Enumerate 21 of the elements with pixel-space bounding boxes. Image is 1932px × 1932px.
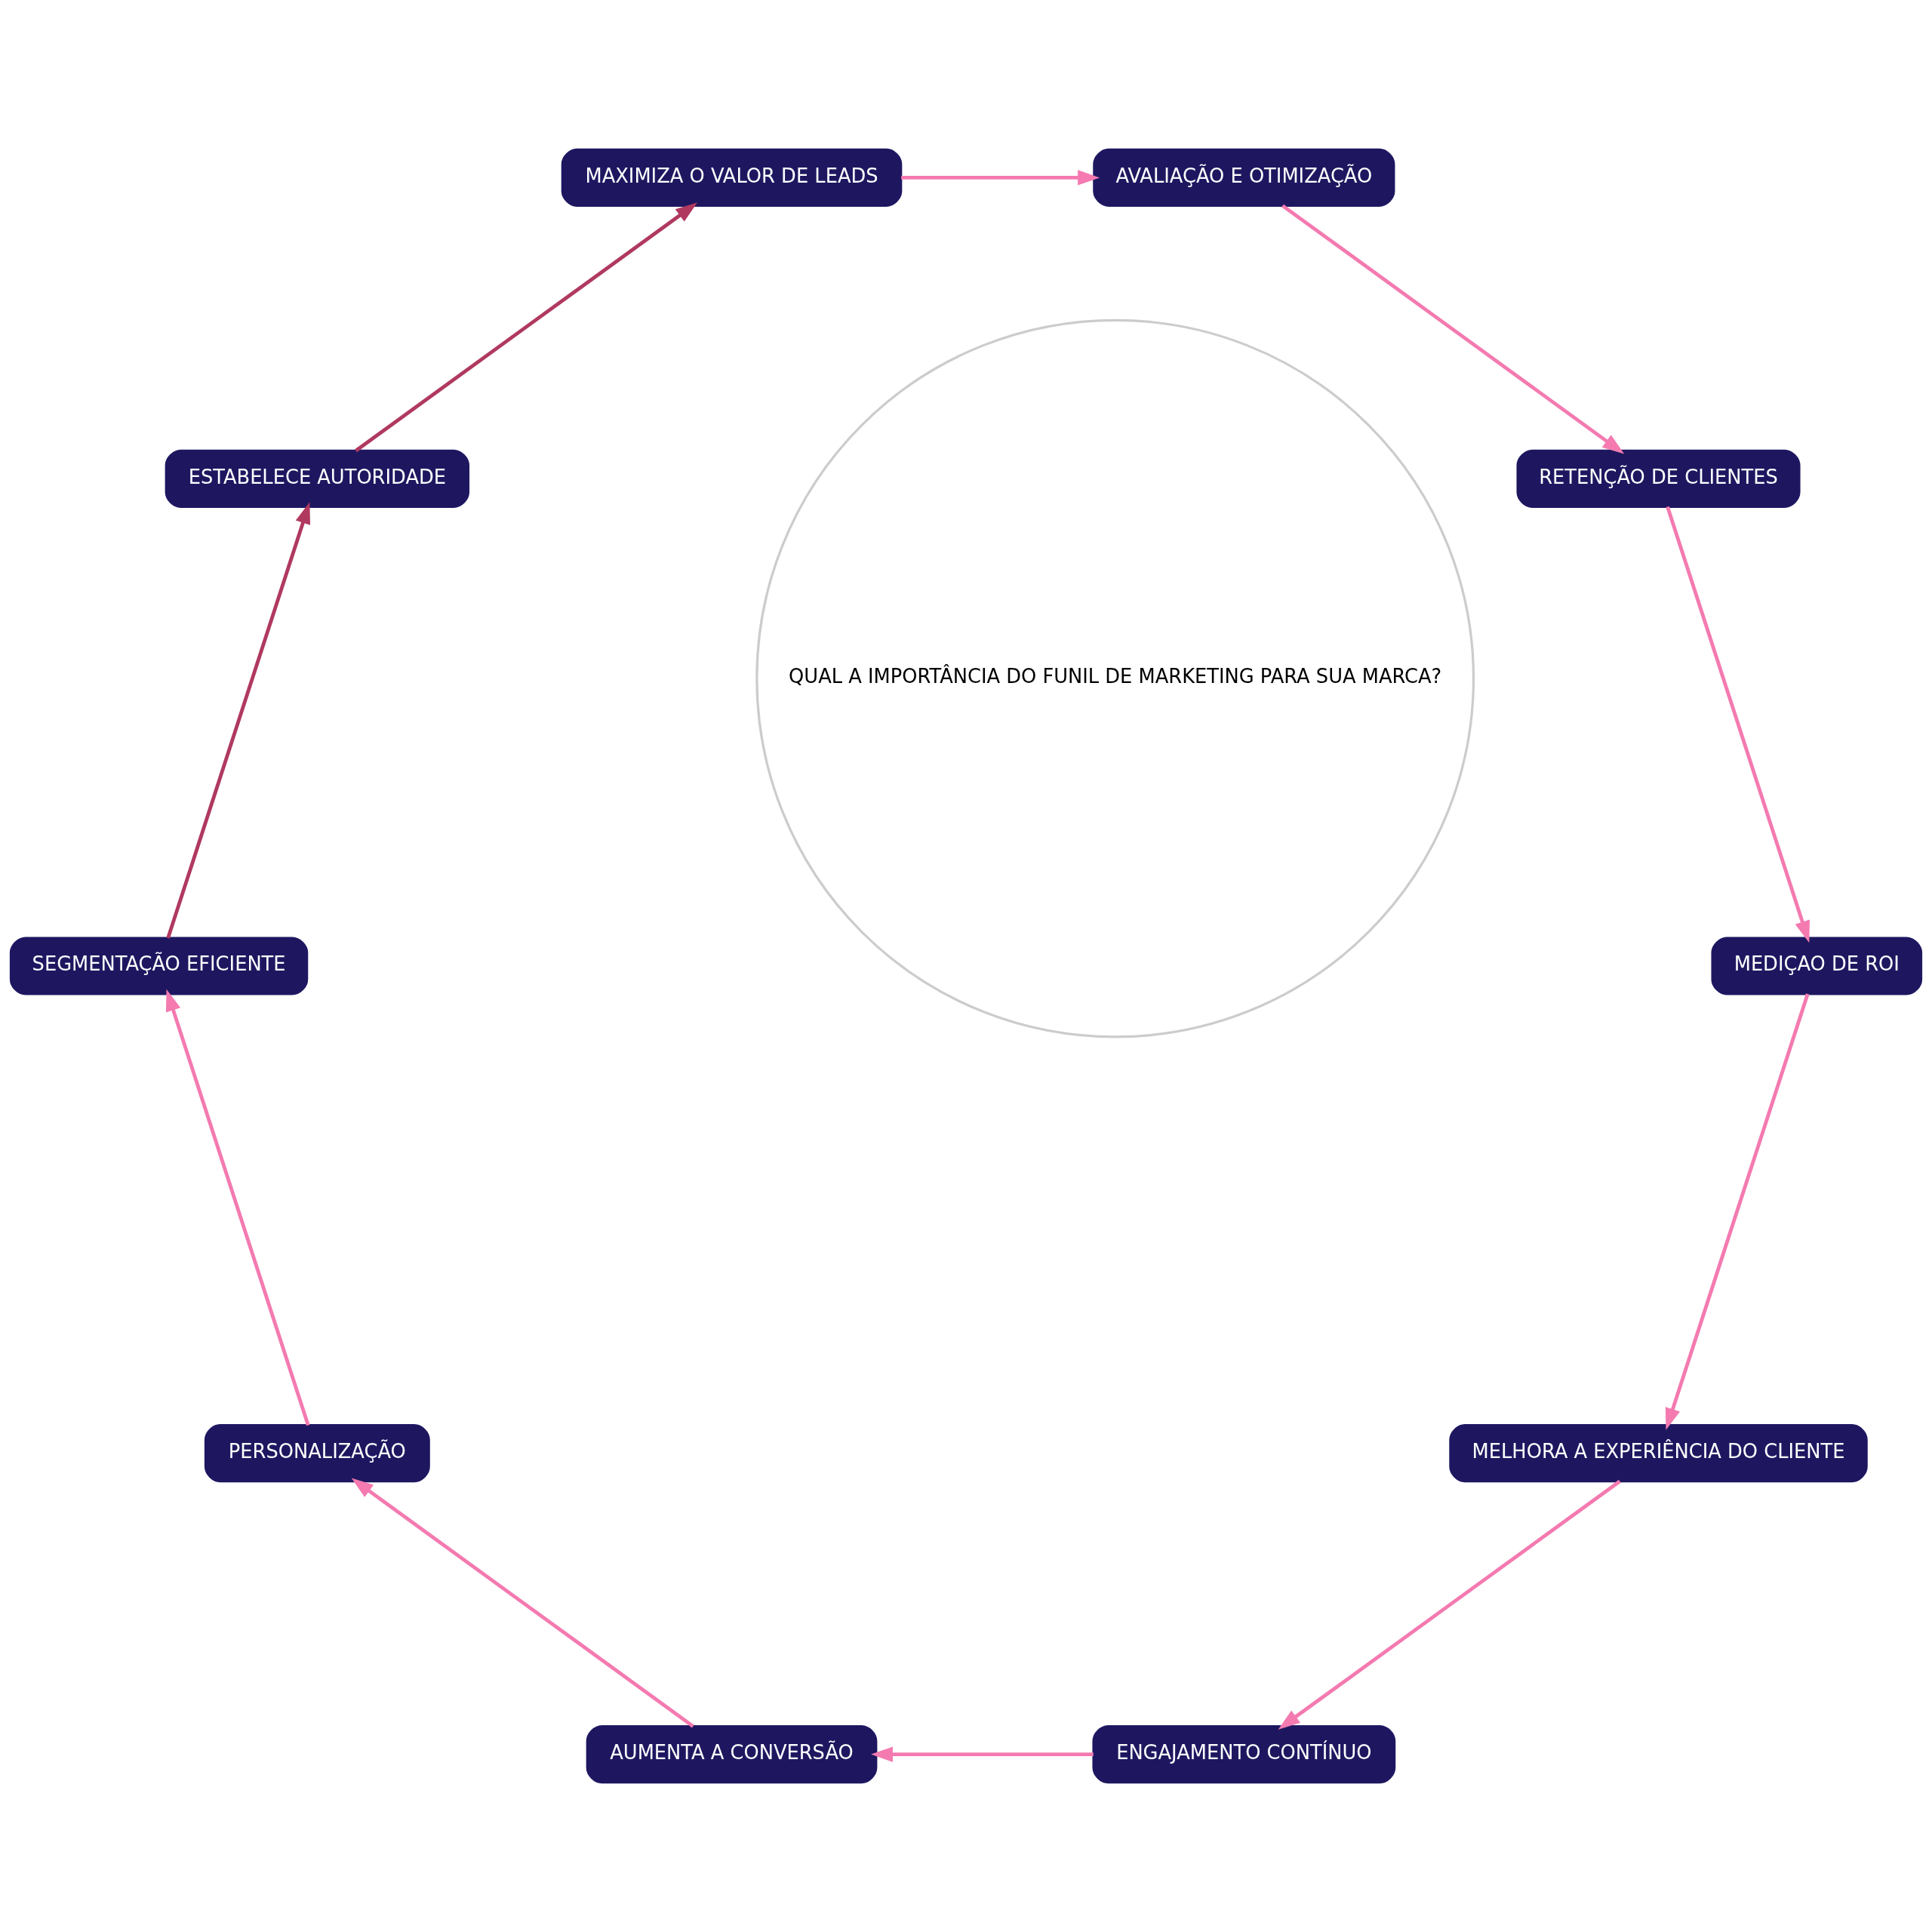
arrow bbox=[1281, 204, 1625, 454]
arrow bbox=[1278, 1479, 1621, 1730]
node-box: MEDIÇAO DE ROI bbox=[1711, 937, 1923, 995]
node-box: MAXIMIZA O VALOR DE LEADS bbox=[561, 148, 903, 207]
node-box: PERSONALIZAÇÃO bbox=[204, 1424, 430, 1483]
arrow bbox=[355, 202, 698, 453]
node-box: ENGAJAMENTO CONTÍNUO bbox=[1092, 1725, 1396, 1784]
arrow bbox=[165, 989, 310, 1426]
arrow bbox=[1666, 506, 1810, 943]
arrow bbox=[166, 502, 311, 939]
arrow bbox=[871, 1746, 1094, 1762]
node-box: AUMENTA A CONVERSÃO bbox=[586, 1725, 878, 1784]
node-box: AVALIAÇÃO E OTIMIZAÇÃO bbox=[1093, 148, 1395, 207]
arrow bbox=[1665, 993, 1810, 1430]
arrow bbox=[351, 1478, 694, 1728]
node-box: SEGMENTAÇÃO EFICIENTE bbox=[9, 937, 309, 995]
node-box: RETENÇÃO DE CLIENTES bbox=[1516, 449, 1801, 508]
node-box: ESTABELECE AUTORIDADE bbox=[165, 449, 470, 508]
arrow bbox=[901, 170, 1100, 186]
node-circle: QUAL A IMPORTÂNCIA DO FUNIL DE MARKETING PARA SUA MARCA? bbox=[755, 318, 1475, 1038]
node-box: MELHORA A EXPERIÊNCIA DO CLIENTE bbox=[1449, 1424, 1868, 1483]
